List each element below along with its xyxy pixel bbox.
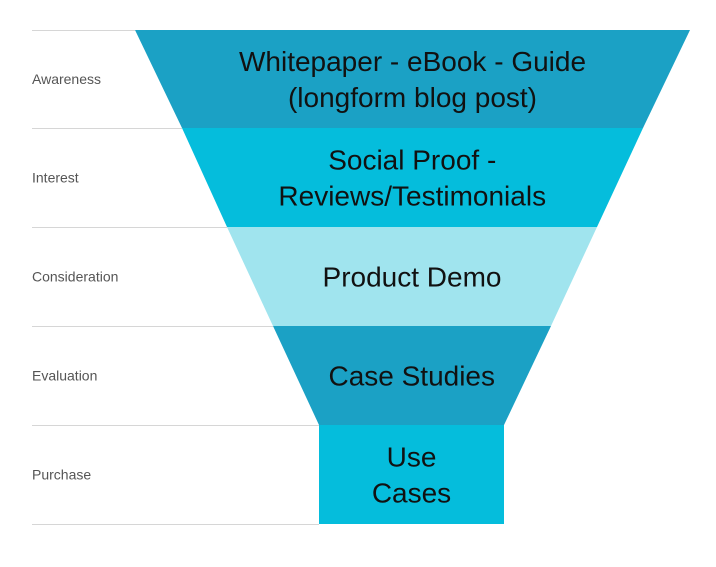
stage-text-consideration-line-1: Product Demo [323, 262, 502, 293]
stage-label-purchase: Purchase [32, 467, 91, 483]
stage-label-interest: Interest [32, 170, 79, 186]
stage-labels: AwarenessInterestConsiderationEvaluation… [32, 71, 118, 483]
row-dividers [32, 30, 319, 525]
funnel-segment-consideration [227, 227, 597, 326]
funnel-segment-purchase [319, 425, 504, 524]
stage-text-awareness-line-1: Whitepaper - eBook - Guide [239, 46, 586, 77]
stage-label-consideration: Consideration [32, 269, 118, 285]
stage-text-evaluation-line-1: Case Studies [328, 361, 495, 392]
funnel-segment-interest [182, 128, 643, 227]
funnel-segments [135, 30, 690, 524]
stage-text-interest-line-2: Reviews/Testimonials [278, 181, 546, 212]
stage-text-interest-line-1: Social Proof - [328, 145, 496, 176]
stage-text-purchase-line-2: Cases [372, 478, 451, 509]
stage-texts: Whitepaper - eBook - Guide (longform blog… [239, 46, 586, 509]
stage-label-awareness: Awareness [32, 71, 101, 87]
stage-label-evaluation: Evaluation [32, 368, 97, 384]
stage-text-purchase-line-1: Use [387, 442, 437, 473]
stage-text-awareness-line-2: (longform blog post) [288, 82, 537, 113]
funnel-segment-awareness [135, 30, 690, 128]
funnel-segment-evaluation [273, 326, 551, 425]
